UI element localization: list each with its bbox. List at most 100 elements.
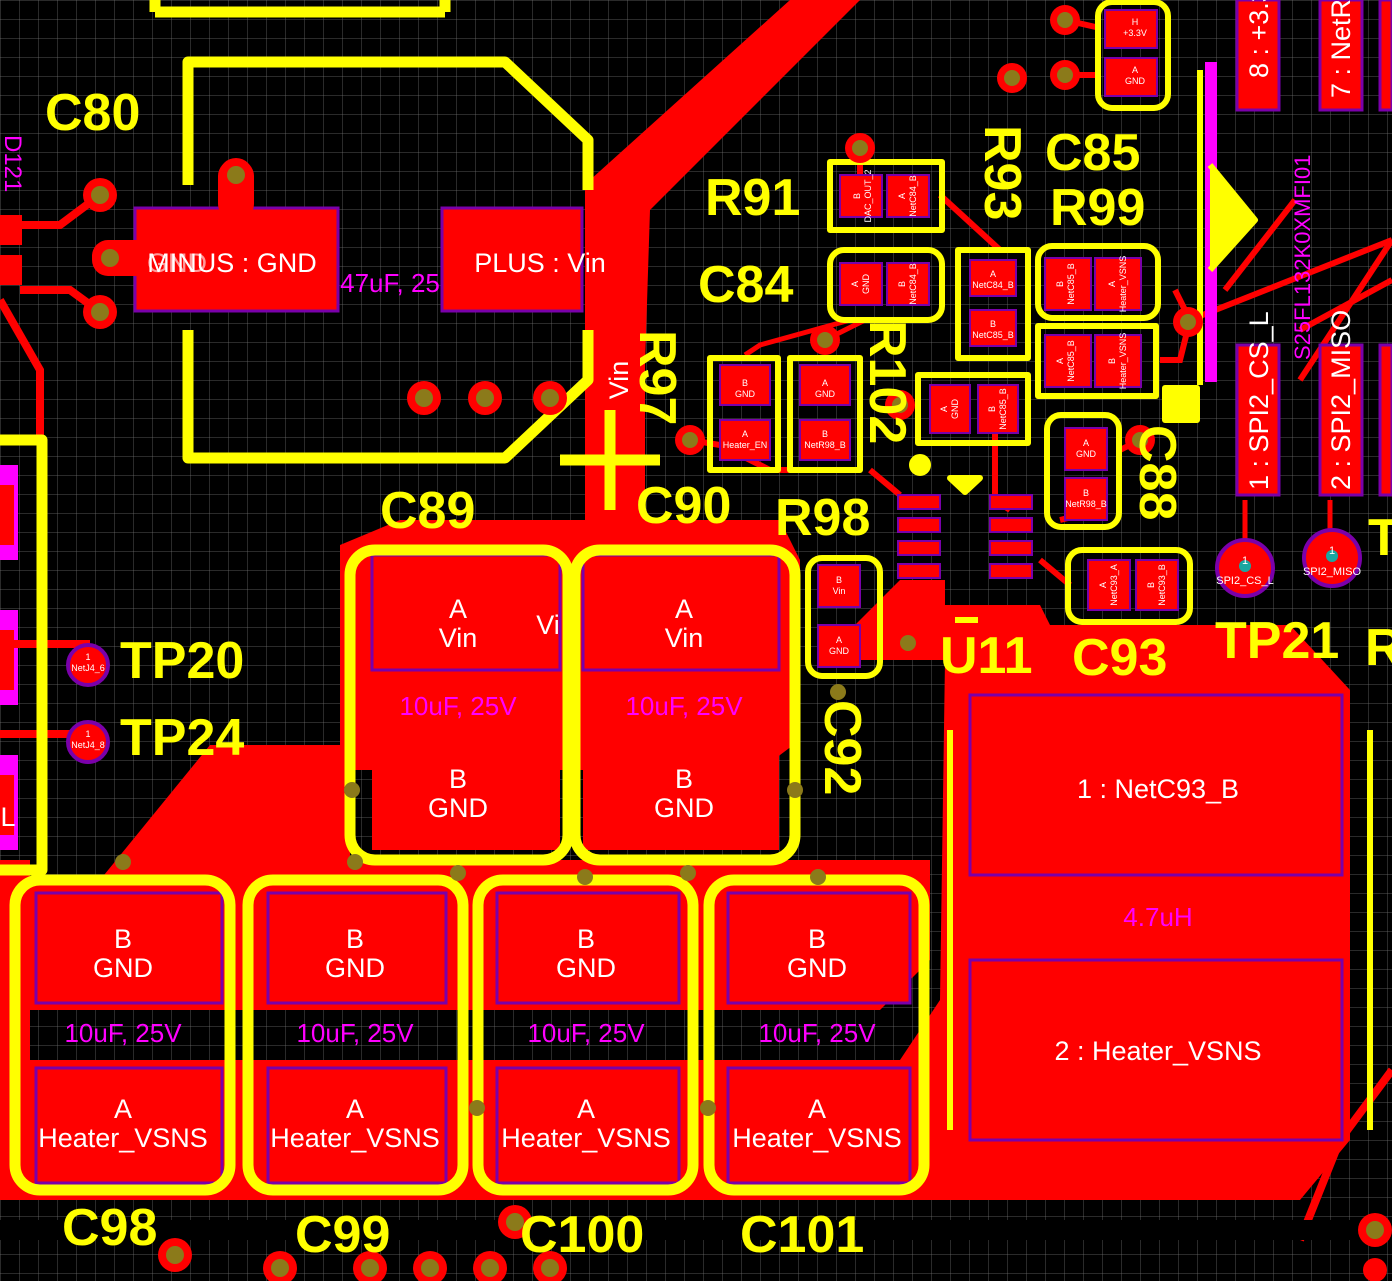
c90-pad-b[interactable] <box>583 740 779 850</box>
tp20-pad[interactable] <box>66 643 110 687</box>
c89-pad-a[interactable] <box>370 553 562 672</box>
u11-pin[interactable] <box>897 494 941 510</box>
u-pad-8[interactable] <box>1235 0 1281 112</box>
r98-pad-b[interactable] <box>799 419 851 461</box>
u11-pin[interactable] <box>897 540 941 556</box>
c93-pad-a[interactable] <box>1087 559 1131 611</box>
ref-c101: C101 <box>740 1206 864 1264</box>
c84-a-net: GND <box>861 274 871 295</box>
c85-pad-a[interactable] <box>1044 334 1092 388</box>
tp21-one: 1 <box>1242 555 1248 567</box>
c89-a-letter: A <box>449 594 467 624</box>
tp24-pad[interactable] <box>66 720 110 764</box>
c80-gnd-label: GND <box>147 248 207 278</box>
c80-minus-pad[interactable] <box>133 206 340 313</box>
pads-large <box>0 0 1392 1185</box>
r99-pad-a[interactable] <box>1094 257 1142 311</box>
c80-plus-label: PLUS : Vin <box>474 248 606 278</box>
c99-pad-b[interactable] <box>266 891 448 1005</box>
c90-a-letter: A <box>675 594 693 624</box>
ind-pad-1[interactable] <box>968 693 1344 877</box>
c99-pad-a[interactable] <box>266 1066 448 1185</box>
ref-c98: C98 <box>62 1199 157 1257</box>
c90-pad-a[interactable] <box>581 553 781 672</box>
vin-net-label: Vin <box>604 361 634 400</box>
c85-a-letter: A <box>1055 358 1065 364</box>
ind-pad-2[interactable] <box>968 958 1344 1142</box>
c80-minus-label: MINUS : GND <box>147 248 317 278</box>
u11-pin[interactable] <box>989 563 1033 579</box>
u11-pin[interactable] <box>989 494 1033 510</box>
tp20-one: 1 <box>85 652 90 662</box>
c89-pad-b[interactable] <box>372 740 560 850</box>
c85-pad-b[interactable] <box>1094 334 1142 388</box>
c88-a-letter: A <box>1083 438 1089 448</box>
r99-pad-b[interactable] <box>1044 257 1092 311</box>
r98-pad-a[interactable] <box>799 364 851 406</box>
u-pad-7[interactable] <box>1318 0 1364 112</box>
u-pin7-label: 7 : NetR89 <box>1326 0 1356 98</box>
ref-c88: C88 <box>1128 425 1186 520</box>
u11-pin[interactable] <box>897 563 941 579</box>
c84-pad-b[interactable] <box>886 262 930 306</box>
r102-pad-b[interactable] <box>977 384 1019 434</box>
c84-pad-a[interactable] <box>839 262 883 306</box>
ref-c80: C80 <box>45 84 140 142</box>
u-pad-1[interactable] <box>1235 343 1281 497</box>
c88-b-letter: B <box>1083 488 1089 498</box>
net-labels-large: MINUS : GND GND PLUS : Vin 47uF, 25 Vin … <box>38 0 1356 1153</box>
c101-b-letter: B <box>808 924 826 954</box>
r91-pad-a[interactable] <box>886 174 930 218</box>
ref-tp20: TP20 <box>120 632 244 690</box>
r102-pad-a[interactable] <box>929 384 971 434</box>
c93-pad-b[interactable] <box>1135 559 1179 611</box>
silkscreen-small <box>707 0 1373 1130</box>
r93-pad-a[interactable] <box>969 259 1017 297</box>
ref-d121: D121 <box>0 135 26 192</box>
c88-pad-b[interactable] <box>1064 477 1108 521</box>
r102-b-letter: B <box>987 406 997 412</box>
top-pad-2[interactable] <box>1104 57 1158 97</box>
ind-pad1-label: 1 : NetC93_B <box>1077 774 1239 804</box>
c100-pad-b[interactable] <box>495 891 681 1005</box>
c100-pad-a[interactable] <box>495 1066 681 1185</box>
u11-pin[interactable] <box>989 517 1033 533</box>
c85-b-net: Heater_VSNS <box>1118 333 1128 390</box>
c98-pad-a[interactable] <box>34 1066 224 1185</box>
tp24-one: 1 <box>85 729 90 739</box>
c88-pad-a[interactable] <box>1064 427 1108 471</box>
u11-pin[interactable] <box>897 517 941 533</box>
c80-outline-top <box>182 56 594 190</box>
r93-a-letter: A <box>990 269 996 279</box>
r97-pad-a[interactable] <box>719 419 771 461</box>
left-edge-label: L <box>0 802 15 832</box>
r93-b-net: NetC85_B <box>972 330 1014 340</box>
c99-a-letter: A <box>346 1094 364 1124</box>
ref-r98: R98 <box>775 489 870 547</box>
c92-pad-a[interactable] <box>817 624 861 668</box>
bottom-strip <box>0 1220 1392 1240</box>
c80-plus-pad[interactable] <box>440 206 584 313</box>
top-pad2-letter: A <box>1132 65 1138 75</box>
c101-pad-b[interactable] <box>726 891 912 1005</box>
r91-a-net: NetC84_B <box>908 175 918 217</box>
ref-c100: C100 <box>520 1206 644 1264</box>
r93-pad-b[interactable] <box>969 309 1017 347</box>
ref-c93: C93 <box>1072 629 1167 687</box>
u-pin8-label: 8 : +3.3V <box>1244 0 1274 78</box>
c99-b-net: GND <box>325 953 385 983</box>
u11-pin[interactable] <box>989 540 1033 556</box>
c98-pad-b[interactable] <box>34 891 224 1005</box>
c88-b-net: NetR98_B <box>1065 499 1107 509</box>
top-pad-1[interactable] <box>1104 9 1158 49</box>
c92-pad-b[interactable] <box>817 564 861 608</box>
r98-a-letter: A <box>822 378 828 388</box>
u-pad-2[interactable] <box>1318 343 1364 497</box>
c92-a-net: GND <box>829 646 850 656</box>
r91-pad-b[interactable] <box>839 174 883 218</box>
r97-a-letter: A <box>742 429 748 439</box>
c93-a-letter: A <box>1098 582 1108 588</box>
r97-pad-b[interactable] <box>719 364 771 406</box>
c101-pad-a[interactable] <box>726 1066 912 1185</box>
